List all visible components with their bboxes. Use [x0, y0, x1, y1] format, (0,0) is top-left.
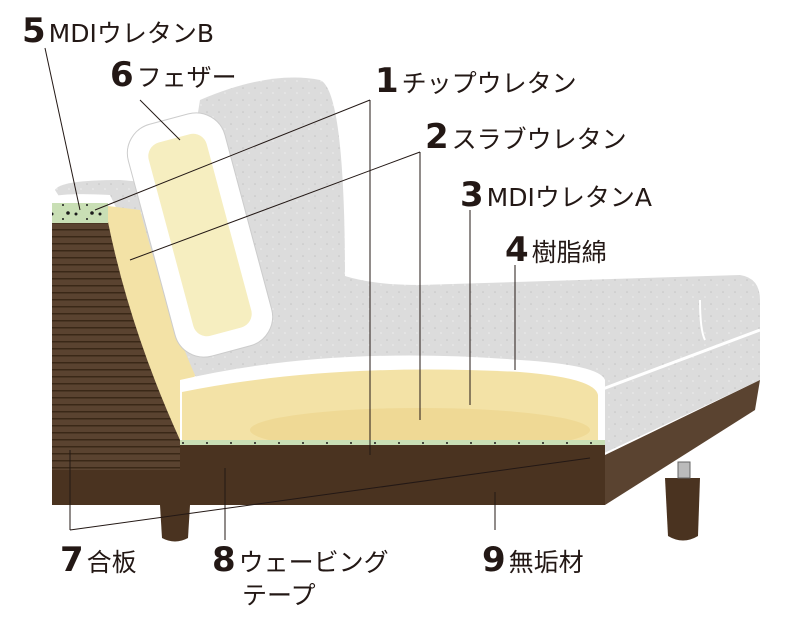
leg-right [665, 478, 700, 541]
feather-pillow [126, 112, 274, 358]
leader-lines [44, 47, 591, 540]
mdi-urethane-b-layer [52, 203, 108, 223]
leg-front [160, 505, 190, 542]
solid-wood-frame [52, 445, 605, 505]
plywood [52, 222, 180, 470]
